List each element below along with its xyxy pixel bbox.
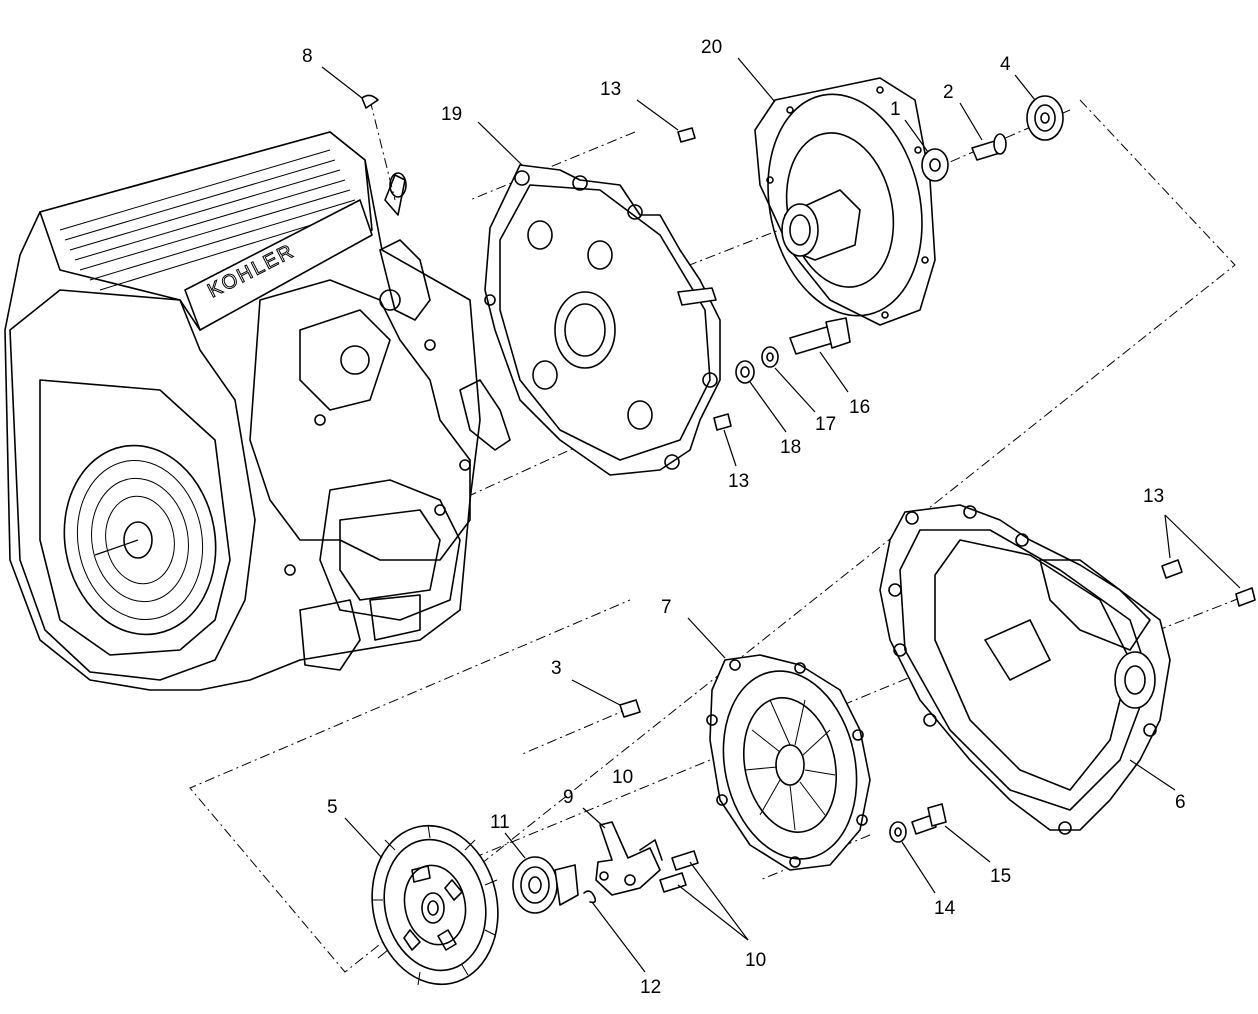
callout-1: 1 bbox=[890, 99, 901, 120]
callout-7: 7 bbox=[661, 597, 672, 618]
clip-12 bbox=[583, 890, 597, 904]
pressure-plate bbox=[706, 654, 871, 871]
bolt-15 bbox=[911, 803, 947, 835]
lock-washer-17 bbox=[761, 346, 779, 368]
callout-16: 16 bbox=[849, 397, 870, 418]
diaphragm-fingers bbox=[744, 699, 836, 831]
spacer-2 bbox=[971, 133, 1007, 161]
callout-12: 12 bbox=[640, 977, 661, 998]
callout-4: 4 bbox=[1000, 54, 1011, 75]
callout-2: 2 bbox=[943, 82, 954, 103]
callout-labels: 8 13 19 20 1 2 4 16 17 18 13 13 7 3 10 9… bbox=[302, 37, 1186, 998]
bolt-16 bbox=[789, 317, 851, 355]
pin-10-lower bbox=[659, 872, 687, 893]
dowel-pin-upper bbox=[677, 127, 696, 143]
washer-14 bbox=[889, 821, 907, 843]
callout-14: 14 bbox=[934, 898, 956, 919]
pin-10-upper bbox=[671, 850, 699, 871]
housing-cover bbox=[754, 77, 936, 326]
dowel-pin-3 bbox=[619, 699, 641, 718]
dipstick-cap bbox=[361, 94, 379, 109]
callout-19: 19 bbox=[441, 104, 462, 125]
callout-5: 5 bbox=[327, 797, 338, 818]
clutch-disc bbox=[371, 824, 499, 986]
callout-3: 3 bbox=[551, 658, 562, 679]
dowel-pin-right-b bbox=[1235, 587, 1256, 607]
callout-20: 20 bbox=[701, 37, 722, 58]
bearing-4 bbox=[1026, 95, 1064, 141]
washer-18 bbox=[735, 360, 755, 384]
damper-springs bbox=[403, 865, 463, 951]
callout-13-upper: 13 bbox=[600, 79, 621, 100]
callout-13-lower: 13 bbox=[728, 471, 749, 492]
callout-10-lower: 10 bbox=[745, 950, 766, 971]
flywheel-screen bbox=[63, 444, 217, 636]
callout-18: 18 bbox=[780, 437, 801, 458]
adapter-plate bbox=[484, 164, 721, 476]
callout-8: 8 bbox=[302, 46, 313, 67]
washer-1 bbox=[921, 148, 949, 182]
callout-13-right: 13 bbox=[1143, 486, 1164, 507]
callout-10-upper: 10 bbox=[612, 767, 633, 788]
dowel-pin-right-a bbox=[1161, 559, 1183, 579]
friction-segments bbox=[372, 824, 498, 986]
engine-assembly: KOHLER bbox=[4, 94, 511, 691]
release-bearing-11 bbox=[512, 856, 579, 914]
release-fork-9 bbox=[595, 821, 663, 896]
callout-11: 11 bbox=[490, 812, 510, 833]
callout-9: 9 bbox=[563, 787, 574, 808]
callout-17: 17 bbox=[815, 414, 836, 435]
callout-15: 15 bbox=[990, 866, 1011, 887]
dowel-pin-lower bbox=[713, 413, 732, 431]
leader-lines bbox=[321, 57, 1241, 973]
clutch-housing bbox=[879, 504, 1171, 835]
engine-block-details bbox=[249, 172, 511, 671]
callout-6: 6 bbox=[1175, 792, 1186, 813]
